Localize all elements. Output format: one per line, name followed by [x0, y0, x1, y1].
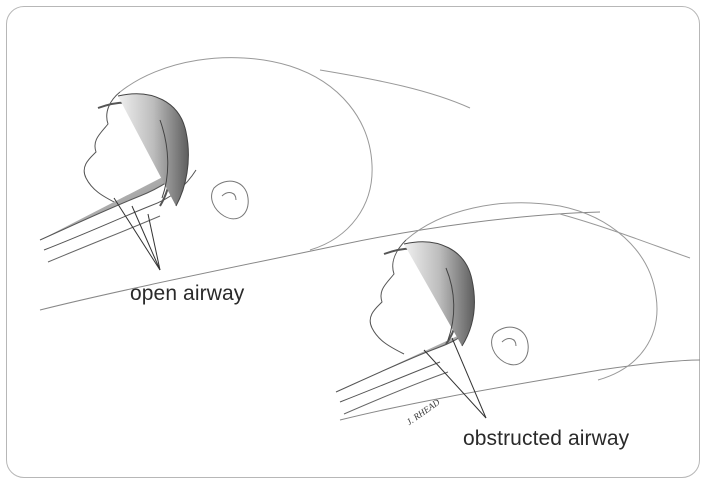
open-airway-figure [40, 58, 600, 310]
open-airway-label: open airway [130, 282, 244, 306]
obstructed-airway-label: obstructed airway [463, 427, 629, 451]
